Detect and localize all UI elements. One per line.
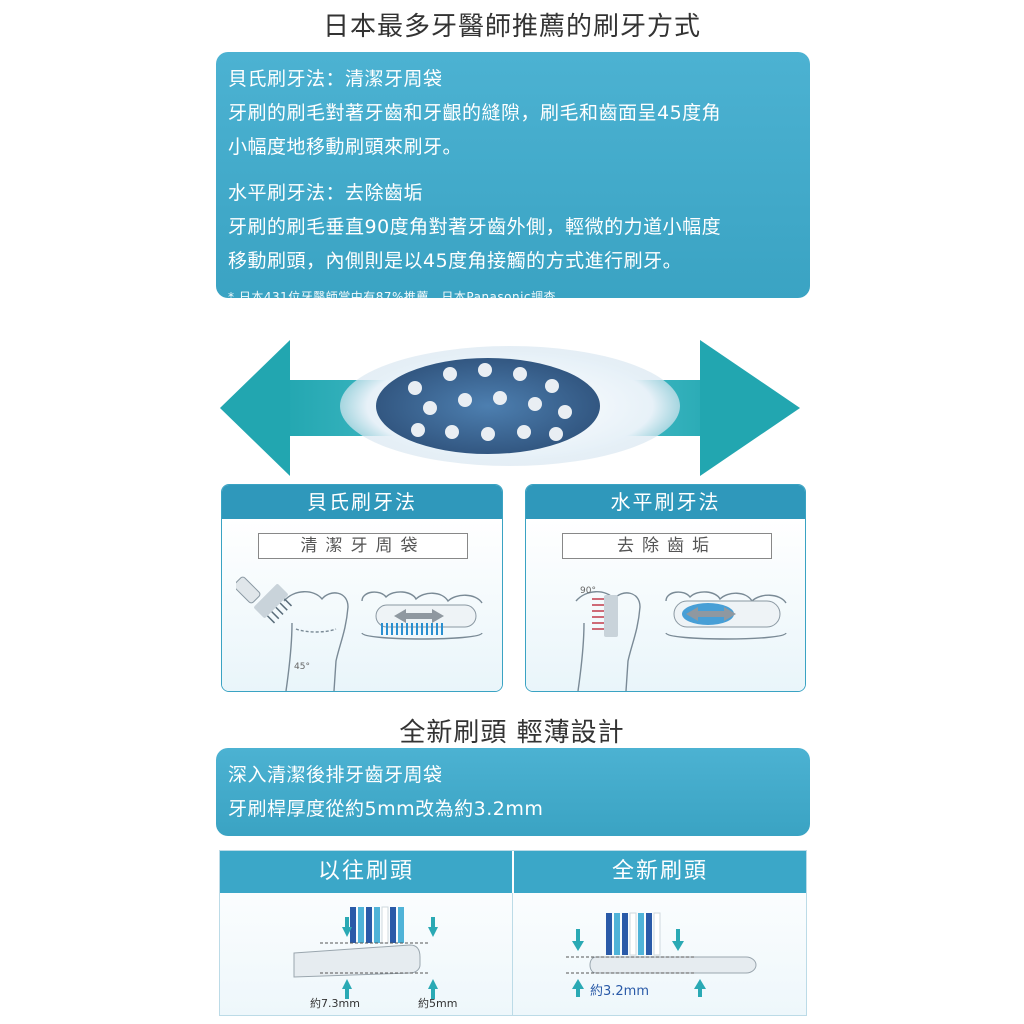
- horizontal-method-card-body: 去除齒垢 90°: [526, 519, 805, 691]
- vertical-toothbrush: [592, 595, 618, 637]
- comparison-divider: [512, 893, 513, 1015]
- horizontal-method-card: 水平刷牙法 去除齒垢 90°: [525, 484, 806, 692]
- horizontal-method-line-1: 牙刷的刷毛垂直90度角對著牙齒外側，輕微的力道小幅度: [228, 216, 722, 238]
- bass-method-card-body: 清潔牙周袋 45°: [222, 519, 502, 691]
- bass-method-card: 貝氏刷牙法 清潔牙周袋 45°: [221, 484, 503, 692]
- page-title: 日本最多牙醫師推薦的刷牙方式: [322, 12, 701, 42]
- bristle-pad: [376, 358, 600, 454]
- horizontal-method-card-title: 水平刷牙法: [526, 485, 805, 519]
- double-arrow-icon: [686, 607, 736, 621]
- horizontal-brush-side-view: [375, 604, 477, 635]
- new-thickness-label: 約3.2mm: [590, 984, 649, 999]
- thin-arrow-icons: [572, 929, 706, 997]
- section-title-thin-head: 全新刷頭 輕薄設計: [399, 718, 625, 748]
- bass-method-card-title: 貝氏刷牙法: [222, 485, 502, 519]
- thin-head-info-box: 深入清潔後排牙齒牙周袋 牙刷桿厚度從約5mm改為約3.2mm: [216, 748, 810, 836]
- horizontal-angle-label: 90°: [580, 586, 596, 596]
- horizontal-method-line-2: 移動刷頭，內側則是以45度角接觸的方式進行刷牙。: [228, 250, 683, 272]
- thin-head-line-1: 深入清潔後排牙齒牙周袋: [228, 764, 443, 786]
- new-head-illustration: 約3.2mm: [566, 912, 757, 999]
- bass-method-card-subtitle: 清潔牙周袋: [258, 533, 468, 559]
- bass-method-line-2: 小幅度地移動刷頭來刷牙。: [228, 136, 463, 158]
- brush-head-double-arrow-illustration: [220, 340, 800, 476]
- right-arrow-head: [700, 340, 800, 476]
- old-head-title: 以往刷頭: [220, 851, 512, 893]
- bass-method-illustration: 45°: [236, 576, 483, 691]
- bristle-tufts: [408, 363, 572, 441]
- survey-footnote: * 日本431位牙醫師當中有87%推薦，日本Panasonic調查。: [228, 290, 569, 304]
- horizontal-brush-front-view: [673, 600, 781, 628]
- old-thickness-label-b: 約5mm: [418, 996, 457, 1010]
- thin-head-line-2: 牙刷桿厚度從約5mm改為約3.2mm: [228, 798, 544, 820]
- new-bristles: [606, 912, 661, 956]
- bass-angle-label: 45°: [294, 662, 310, 672]
- old-bristles: [350, 906, 404, 944]
- thickness-arrow-icons: [342, 917, 438, 999]
- bass-method-title: 貝氏刷牙法：清潔牙周袋: [228, 68, 443, 90]
- horizontal-method-card-subtitle: 去除齒垢: [562, 533, 772, 559]
- new-head-title: 全新刷頭: [514, 851, 806, 893]
- old-thickness-label-a: 約7.3mm: [310, 996, 360, 1010]
- horizontal-method-title: 水平刷牙法：去除齒垢: [228, 182, 424, 204]
- brushing-methods-info-box: 貝氏刷牙法：清潔牙周袋 牙刷的刷毛對著牙齒和牙齦的縫隙，刷毛和齒面呈45度角 小…: [216, 52, 810, 304]
- bass-method-line-1: 牙刷的刷毛對著牙齒和牙齦的縫隙，刷毛和齒面呈45度角: [228, 102, 722, 124]
- brush-head-comparison-panel: 以往刷頭 全新刷頭 約7.3mm 約5mm: [219, 850, 807, 1016]
- horizontal-method-illustration: 90°: [575, 586, 787, 691]
- angled-toothbrush: [236, 576, 293, 624]
- left-arrow-head: [220, 340, 290, 476]
- old-head-illustration: 約7.3mm 約5mm: [293, 906, 457, 1010]
- double-arrow-icon: [394, 609, 444, 623]
